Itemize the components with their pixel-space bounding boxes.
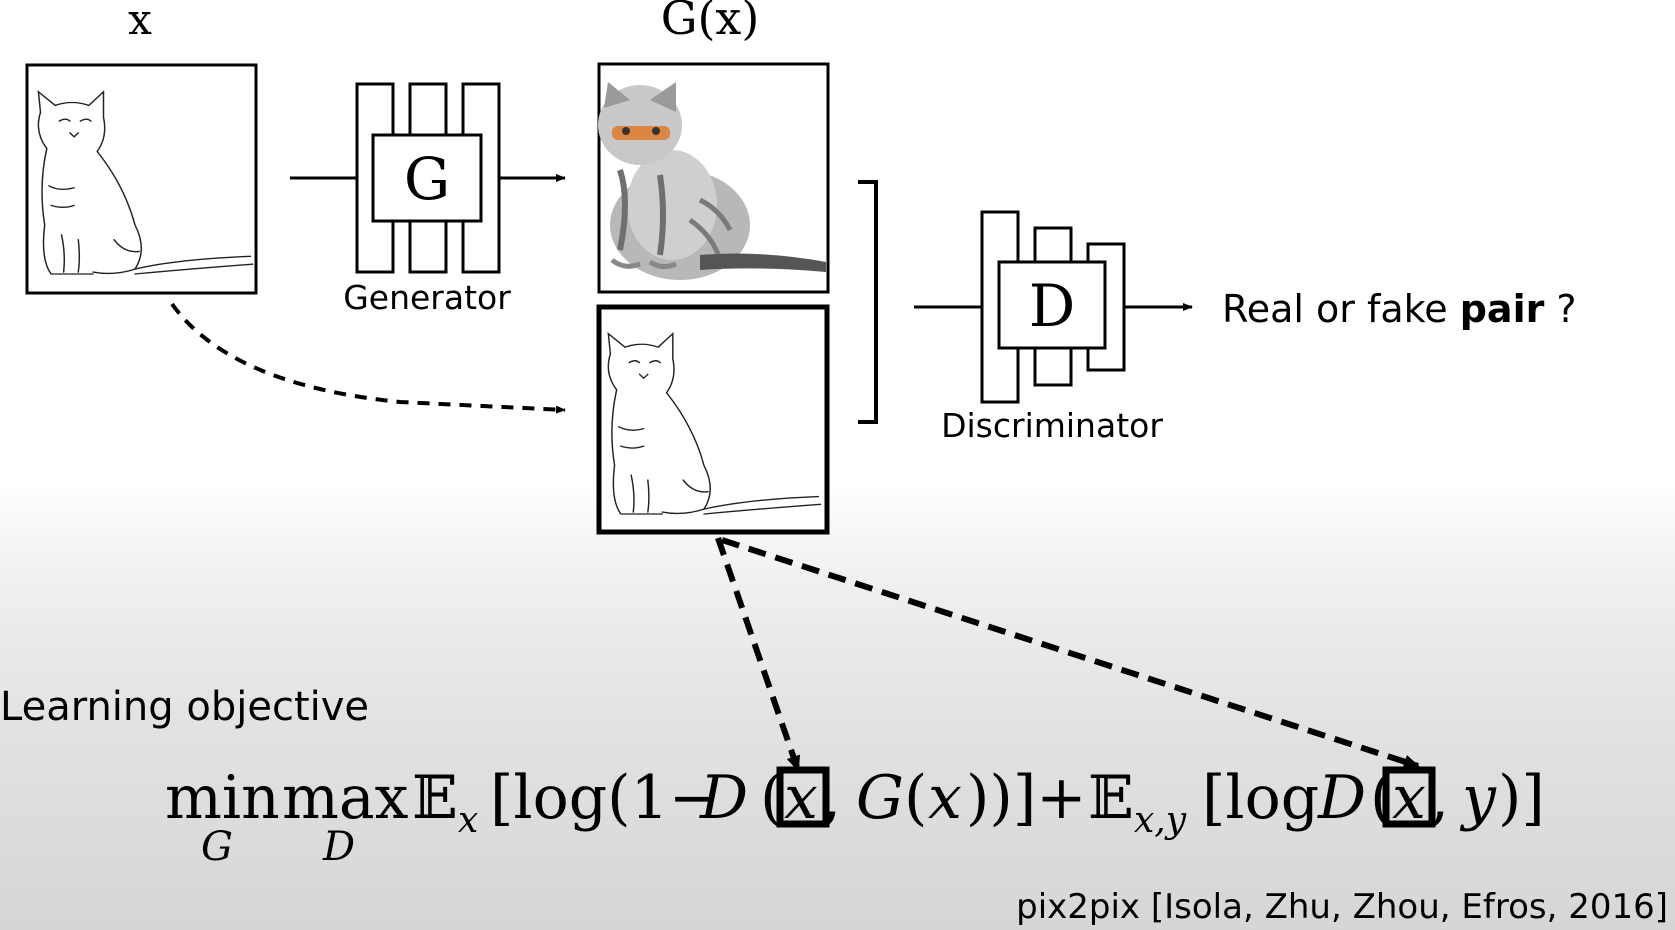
highlight-box-second-x xyxy=(1382,766,1436,828)
eq-term2-close: )] xyxy=(1498,763,1545,833)
generator-caption: Generator xyxy=(343,278,511,317)
discriminator-block xyxy=(980,210,1126,404)
real-or-fake-question: Real or fake pair ? xyxy=(1222,287,1577,331)
objective-title: Learning objective xyxy=(0,684,369,730)
eq-expectation-1-sub: x xyxy=(458,800,478,841)
eq-term1-close: ))]+ xyxy=(966,763,1087,833)
dashed-arrow-copy-x xyxy=(170,302,566,414)
eq-term1-paren2: ( xyxy=(904,763,927,833)
generator-block xyxy=(355,82,501,274)
eq-min-sub: G xyxy=(201,824,233,870)
input-sketch-image xyxy=(25,63,258,295)
eq-expectation-1: 𝔼 xyxy=(412,763,458,833)
generator-letter: G xyxy=(404,145,450,213)
dashed-arrow-to-first-x xyxy=(715,537,801,772)
pair-bracket xyxy=(858,180,878,424)
eq-min: min xyxy=(165,763,280,833)
eq-max: max xyxy=(282,763,409,833)
input-x-label: x xyxy=(128,0,152,44)
eq-expectation-2: 𝔼 xyxy=(1088,763,1134,833)
discriminator-letter: D xyxy=(1029,272,1076,340)
eq-term2-D: D xyxy=(1317,763,1366,833)
eq-term2-y: y xyxy=(1459,763,1497,833)
eq-term1-x: x xyxy=(928,763,962,833)
output-gx-label: G(x) xyxy=(661,0,760,45)
eq-term1-D: D xyxy=(699,763,748,833)
generated-cat-photo xyxy=(597,62,830,294)
eq-term1-log: [log(1− xyxy=(490,763,719,833)
dashed-arrow-to-second-x xyxy=(721,537,1420,769)
eq-term2-log: [log xyxy=(1202,763,1319,833)
discriminator-caption: Discriminator xyxy=(941,406,1163,445)
objective-equation: min G max D 𝔼 x [log(1− D ( x , G ( x ))… xyxy=(165,763,1545,870)
paired-sketch-image xyxy=(596,304,830,535)
eq-term1-G: G xyxy=(856,763,904,833)
highlight-box-first-x xyxy=(776,766,830,828)
eq-expectation-2-sub: x,y xyxy=(1134,800,1187,841)
eq-max-sub: D xyxy=(322,824,355,870)
citation: pix2pix [Isola, Zhu, Zhou, Efros, 2016] xyxy=(1016,887,1668,927)
